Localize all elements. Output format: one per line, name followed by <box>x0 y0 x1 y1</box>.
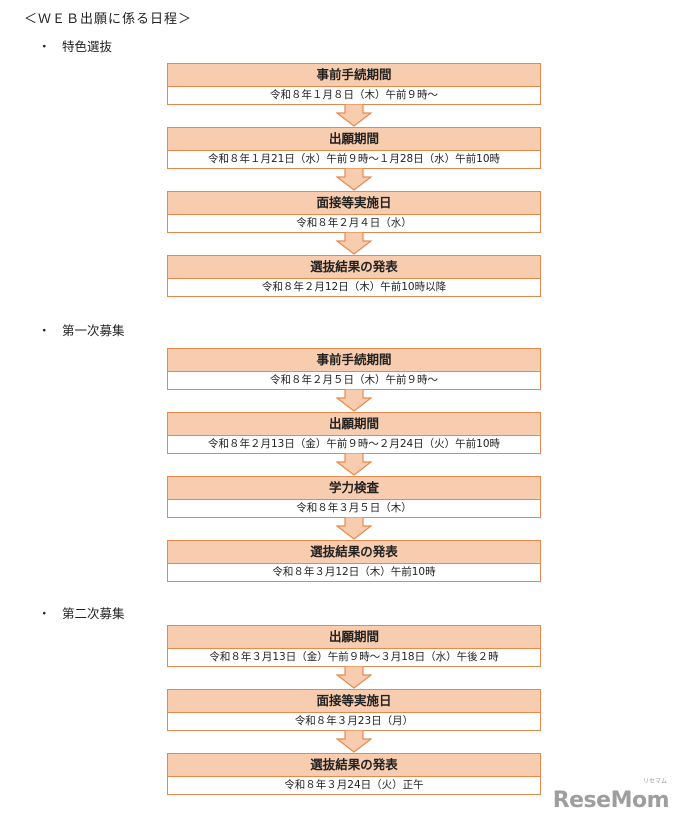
step-title: 出願期間 <box>167 625 541 649</box>
step-box: 選抜結果の発表 令和８年３月24日（火）正午 <box>167 753 541 795</box>
step-box: 出願期間 令和８年３月13日（金）午前９時～３月18日（水）午後２時 <box>167 625 541 667</box>
step-box: 出願期間 令和８年２月13日（金）午前９時～２月24日（火）午前10時 <box>167 412 541 454</box>
step-date: 令和８年２月12日（木）午前10時以降 <box>167 278 541 297</box>
down-arrow-icon <box>167 104 541 127</box>
step-title: 選抜結果の発表 <box>167 255 541 279</box>
step-date: 令和８年３月23日（月） <box>167 712 541 731</box>
logo-subtext: リセマム <box>642 778 667 785</box>
step-title: 事前手続期間 <box>167 63 541 87</box>
flow-tokushoku: 事前手続期間 令和８年１月８日（木）午前９時～ 出願期間 令和８年１月21日（水… <box>167 63 541 297</box>
section-title: 第二次募集 <box>62 606 125 621</box>
step-date: 令和８年３月24日（火）正午 <box>167 776 541 795</box>
step-box: 学力検査 令和８年３月５日（木） <box>167 476 541 518</box>
section-label-daiichiji: ・第一次募集 <box>38 320 125 339</box>
page-title: ＜ＷＥＢ出願に係る日程＞ <box>24 12 193 27</box>
step-date: 令和８年１月21日（水）午前９時～１月28日（水）午前10時 <box>167 150 541 169</box>
down-arrow-icon <box>167 453 541 476</box>
step-date: 令和８年２月４日（水） <box>167 214 541 233</box>
section-label-tokushoku: ・特色選抜 <box>38 36 112 55</box>
resemom-logo: ReseMom <box>552 788 670 813</box>
section-title: 特色選抜 <box>62 39 113 54</box>
step-date: 令和８年２月５日（木）午前９時～ <box>167 371 541 390</box>
step-box: 面接等実施日 令和８年３月23日（月） <box>167 689 541 731</box>
step-title: 選抜結果の発表 <box>167 753 541 777</box>
section-title: 第一次募集 <box>62 323 125 338</box>
step-date: 令和８年２月13日（金）午前９時～２月24日（火）午前10時 <box>167 435 541 454</box>
step-date: 令和８年１月８日（木）午前９時～ <box>167 86 541 105</box>
step-box: 事前手続期間 令和８年２月５日（木）午前９時～ <box>167 348 541 390</box>
down-arrow-icon <box>167 517 541 540</box>
flow-daiichiji: 事前手続期間 令和８年２月５日（木）午前９時～ 出願期間 令和８年２月13日（金… <box>167 348 541 582</box>
flow-dainiji: 出願期間 令和８年３月13日（金）午前９時～３月18日（水）午後２時 面接等実施… <box>167 625 541 795</box>
step-date: 令和８年３月12日（木）午前10時 <box>167 563 541 582</box>
down-arrow-icon <box>167 389 541 412</box>
step-box: 選抜結果の発表 令和８年２月12日（木）午前10時以降 <box>167 255 541 297</box>
bullet: ・ <box>38 323 51 338</box>
step-title: 事前手続期間 <box>167 348 541 372</box>
step-title: 出願期間 <box>167 127 541 151</box>
step-title: 選抜結果の発表 <box>167 540 541 564</box>
step-date: 令和８年３月13日（金）午前９時～３月18日（水）午後２時 <box>167 648 541 667</box>
step-title: 学力検査 <box>167 476 541 500</box>
step-box: 事前手続期間 令和８年１月８日（木）午前９時～ <box>167 63 541 105</box>
down-arrow-icon <box>167 168 541 191</box>
down-arrow-icon <box>167 232 541 255</box>
down-arrow-icon <box>167 666 541 689</box>
down-arrow-icon <box>167 730 541 753</box>
step-date: 令和８年３月５日（木） <box>167 499 541 518</box>
step-title: 面接等実施日 <box>167 689 541 713</box>
bullet: ・ <box>38 606 51 621</box>
bullet: ・ <box>38 39 51 54</box>
step-box: 面接等実施日 令和８年２月４日（水） <box>167 191 541 233</box>
section-label-dainiji: ・第二次募集 <box>38 603 125 622</box>
step-title: 面接等実施日 <box>167 191 541 215</box>
step-box: 選抜結果の発表 令和８年３月12日（木）午前10時 <box>167 540 541 582</box>
step-box: 出願期間 令和８年１月21日（水）午前９時～１月28日（水）午前10時 <box>167 127 541 169</box>
step-title: 出願期間 <box>167 412 541 436</box>
